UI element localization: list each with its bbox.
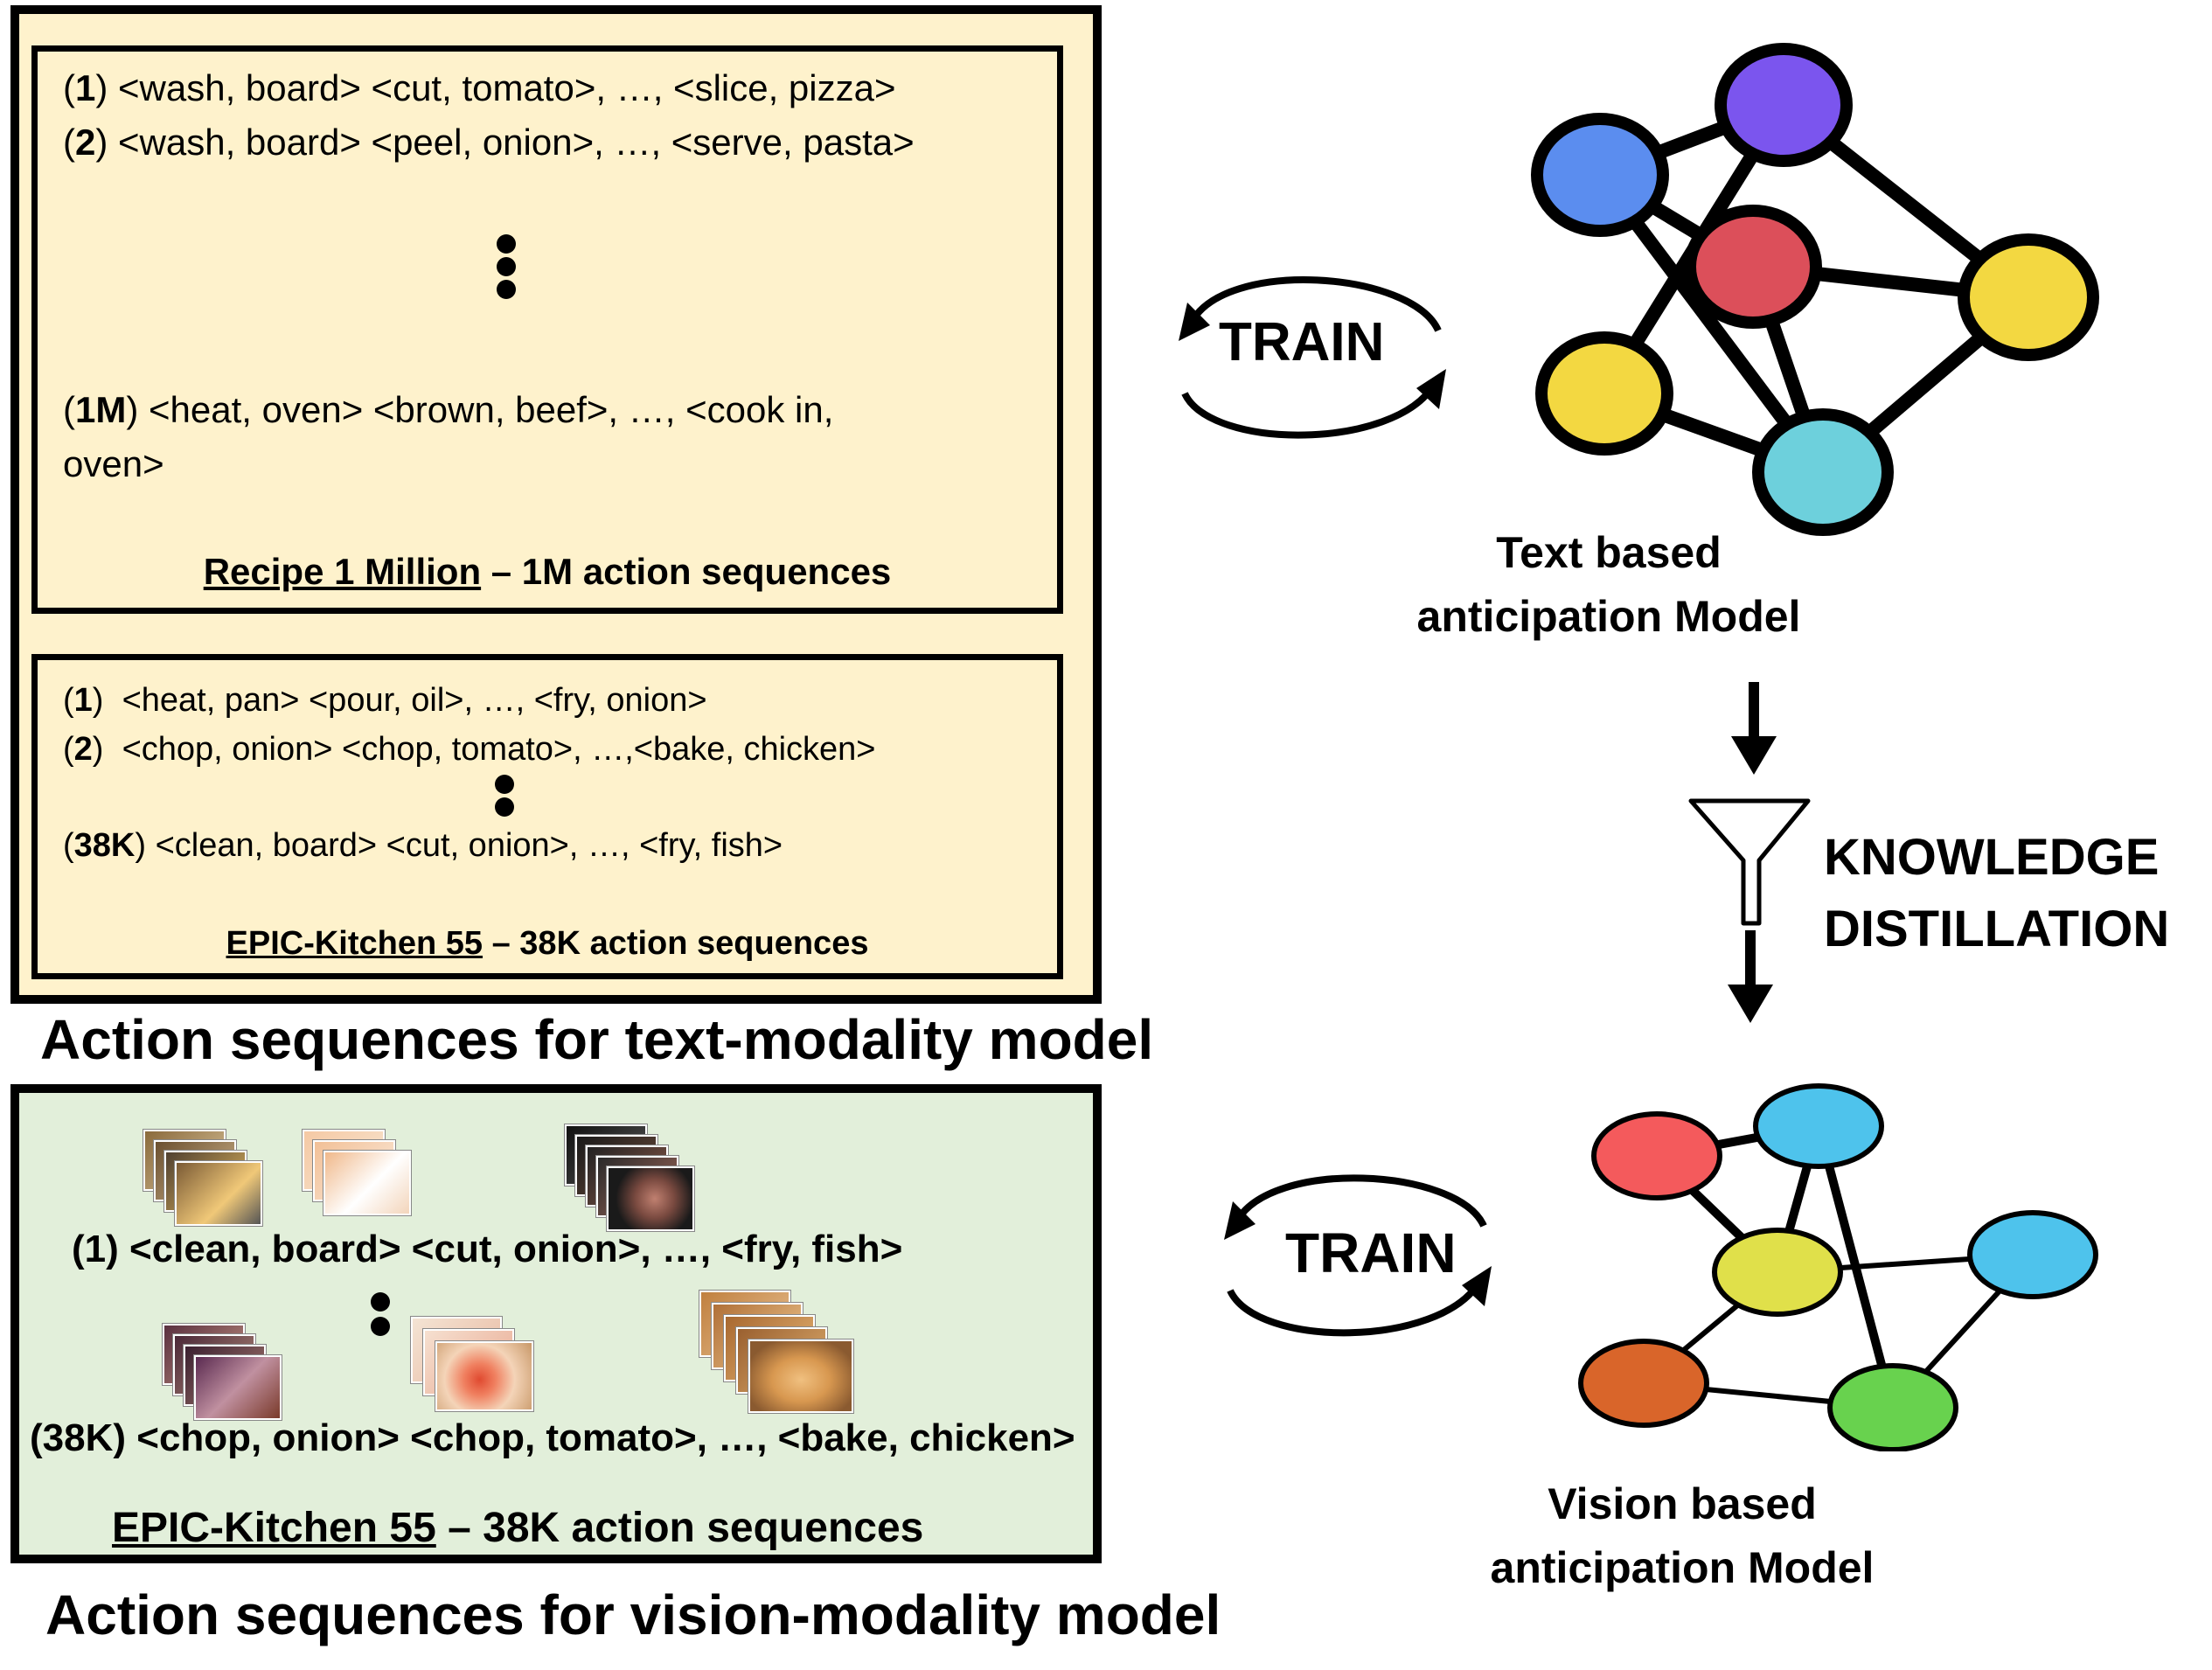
graph-node bbox=[1715, 43, 1853, 167]
text-modality-panel bbox=[10, 5, 1102, 1004]
graph-node bbox=[1578, 1339, 1709, 1428]
train-label-top: TRAIN bbox=[1219, 312, 1385, 372]
ellipsis-dot bbox=[497, 234, 516, 254]
ellipsis-dot bbox=[497, 257, 516, 276]
ellipsis-dot bbox=[495, 775, 514, 794]
vision-seq-38k: (38K) <chop, onion> <chop, tomato>, …, <… bbox=[30, 1416, 1075, 1459]
graph-node bbox=[1958, 233, 2099, 361]
graph-node bbox=[1684, 205, 1822, 329]
cycle-arrows-icon bbox=[1224, 1174, 1492, 1337]
epic-text-seq-38k: (38K) <clean, board> <cut, onion>, …, <f… bbox=[63, 827, 783, 864]
epic-text-caption: EPIC-Kitchen 55 – 38K action sequences bbox=[226, 925, 869, 962]
graph-node bbox=[1827, 1363, 1958, 1451]
text-model-graph bbox=[1531, 43, 2099, 536]
text-modality-title: Action sequences for text-modality model bbox=[40, 1008, 1154, 1071]
recipe-seq-2: (2) <wash, board> <peel, onion>, …, <ser… bbox=[63, 122, 915, 163]
graph-node bbox=[1967, 1210, 2098, 1299]
cycle-arrows-icon bbox=[1179, 276, 1446, 439]
recipe-seq-1: (1) <wash, board> <cut, tomato>, …, <sli… bbox=[63, 67, 896, 108]
recipe-seq-1m-cont: oven> bbox=[63, 443, 164, 484]
epic-text-box bbox=[31, 654, 1063, 979]
graph-node bbox=[1535, 331, 1673, 456]
graph-node bbox=[1531, 113, 1669, 237]
recipe1m-box bbox=[31, 45, 1063, 614]
recipe-seq-1m: (1M) <heat, oven> <brown, beef>, …, <coo… bbox=[63, 389, 834, 430]
train-label-bottom: TRAIN bbox=[1285, 1221, 1457, 1284]
ellipsis-dot bbox=[371, 1317, 390, 1336]
ellipsis-dot bbox=[371, 1292, 390, 1312]
vision-seq-1: (1) <clean, board> <cut, onion>, …, <fry… bbox=[72, 1228, 903, 1270]
vision-modality-panel bbox=[10, 1084, 1102, 1563]
ellipsis-dot bbox=[495, 797, 514, 817]
vision-modality-title: Action sequences for vision-modality mod… bbox=[45, 1583, 1221, 1646]
graph-node bbox=[1753, 1083, 1884, 1169]
graph-node bbox=[1752, 408, 1894, 536]
epic-text-seq-1: (1) <heat, pan> <pour, oil>, …, <fry, on… bbox=[63, 682, 707, 719]
arrow-down-icon bbox=[1731, 682, 1777, 775]
graph-node bbox=[1712, 1228, 1843, 1317]
funnel-icon bbox=[1688, 798, 1811, 926]
arrow-down-icon bbox=[1728, 930, 1773, 1023]
graph-node bbox=[1591, 1111, 1722, 1200]
vision-model-graph bbox=[1578, 1083, 2098, 1451]
recipe-caption: Recipe 1 Million – 1M action sequences bbox=[203, 551, 892, 592]
vision-caption: EPIC-Kitchen 55 – 38K action sequences bbox=[112, 1505, 924, 1551]
epic-text-seq-2: (2) <chop, onion> <chop, tomato>, …,<bak… bbox=[63, 731, 876, 768]
ellipsis-dot bbox=[497, 280, 516, 299]
